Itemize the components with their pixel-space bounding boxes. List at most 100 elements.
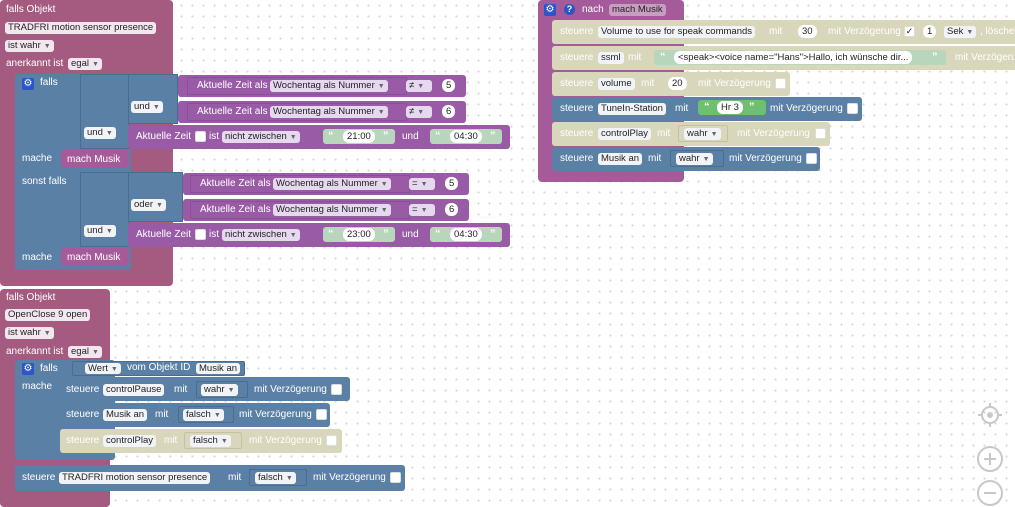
state-field[interactable]: Musik an [598, 153, 643, 165]
chevron-down-icon: ▼ [285, 475, 293, 482]
delay-checkbox[interactable] [390, 472, 401, 483]
steuere-label: steuere [560, 103, 594, 114]
checkbox[interactable] [195, 229, 206, 240]
or-block-inner-2[interactable] [128, 172, 183, 222]
and-dropdown-outer-2[interactable]: und▼ [84, 225, 116, 237]
compare-mode-dropdown[interactable]: nicht zwischen▼ [222, 229, 300, 241]
operator-dropdown[interactable]: ≠▼ [406, 106, 432, 118]
delay-number-field[interactable]: 1 [923, 25, 937, 38]
event1-ack-value: egal [71, 58, 89, 69]
operator-dropdown[interactable]: =▼ [409, 204, 435, 216]
event1-object-field[interactable]: TRADFRI motion sensor presence [5, 22, 157, 34]
number-field[interactable]: 6 [442, 105, 456, 118]
chevron-down-icon: ▼ [110, 366, 118, 373]
state-field[interactable]: controlPlay [598, 128, 651, 140]
call-label: mach Musik [67, 252, 121, 263]
delay-checkbox[interactable] [326, 435, 337, 446]
object-id-field[interactable]: Musik an [196, 363, 241, 374]
state-field[interactable]: Musik an [103, 409, 148, 421]
state-field[interactable]: controlPause [103, 384, 165, 396]
call-mach-musik-1[interactable] [61, 150, 129, 168]
chevron-down-icon: ▼ [156, 202, 163, 209]
checkbox[interactable] [195, 131, 206, 142]
delay-checkbox[interactable] [815, 128, 826, 139]
gear-icon[interactable]: ⚙ [544, 4, 556, 16]
event2-ack-dropdown[interactable]: egal▼ [68, 346, 102, 358]
weekday-dropdown[interactable]: Wochentag als Nummer▼ [270, 106, 388, 118]
and-dropdown-outer-1[interactable]: und▼ [84, 127, 116, 139]
compare-mode-value: nicht zwischen [225, 229, 287, 240]
value-type-dropdown[interactable]: Wert▼ [85, 363, 121, 374]
event2-trigger-dropdown[interactable]: ist wahr▼ [5, 327, 54, 339]
event1-ack-dropdown[interactable]: egal▼ [68, 58, 102, 70]
delay-checkbox[interactable] [316, 409, 327, 420]
chevron-down-icon: ▼ [91, 349, 99, 356]
function-name-field[interactable]: mach Musik [609, 4, 666, 16]
time-from-string[interactable]: “23:00” [323, 227, 395, 242]
recenter-icon[interactable] [975, 400, 1005, 430]
delay-checkbox[interactable] [775, 78, 786, 89]
delay-checkbox-checked[interactable]: ✓ [904, 26, 915, 37]
ssml-string[interactable]: “<speak><voice name="Hans">Hallo, ich wü… [654, 50, 946, 65]
bool-dropdown[interactable]: wahr▼ [201, 384, 238, 396]
state-field[interactable]: TuneIn-Station [598, 103, 666, 115]
operator-dropdown[interactable]: ≠▼ [406, 80, 432, 92]
chevron-down-icon: ▼ [43, 330, 51, 337]
time-from-value[interactable]: 23:00 [343, 228, 375, 241]
time-to-string[interactable]: “04:30” [430, 129, 502, 144]
time-from-string[interactable]: “21:00” [323, 129, 395, 144]
state-field[interactable]: controlPlay [103, 435, 156, 447]
bool-value: wahr [687, 128, 708, 139]
state-field[interactable]: TRADFRI motion sensor presence [59, 472, 211, 484]
ssml-value[interactable]: <speak><voice name="Hans">Hallo, ich wün… [674, 51, 913, 64]
bool-dropdown[interactable]: wahr▼ [684, 128, 721, 140]
zoom-in-icon[interactable] [975, 444, 1005, 474]
gear-icon[interactable]: ⚙ [22, 363, 34, 375]
time-to-value[interactable]: 04:30 [450, 228, 482, 241]
delay-checkbox[interactable] [331, 384, 342, 395]
state-field[interactable]: ssml [598, 52, 624, 64]
and-block-inner-1[interactable] [128, 74, 178, 124]
help-icon[interactable]: ? [564, 4, 575, 15]
gear-icon[interactable]: ⚙ [22, 78, 34, 90]
compare-mode-dropdown[interactable]: nicht zwischen▼ [222, 131, 300, 143]
bool-dropdown[interactable]: wahr▼ [676, 153, 713, 165]
number-field[interactable]: 6 [445, 203, 459, 216]
number-field[interactable]: 5 [442, 79, 456, 92]
chevron-down-icon: ▼ [213, 412, 221, 419]
event1-ack-label: anerkannt ist [6, 58, 64, 69]
chevron-down-icon: ▼ [380, 207, 388, 214]
operator-dropdown[interactable]: =▼ [409, 178, 435, 190]
call-mach-musik-2[interactable] [61, 248, 129, 266]
steuere-label: steuere [66, 409, 100, 420]
event2-object-field[interactable]: OpenClose 9 open [5, 309, 91, 321]
station-value[interactable]: Hr 3 [717, 101, 743, 114]
bool-dropdown[interactable]: falsch▼ [183, 409, 224, 421]
mit-label: mit [769, 26, 783, 37]
weekday-dropdown[interactable]: Wochentag als Nummer▼ [270, 80, 388, 92]
time-from-value[interactable]: 21:00 [343, 130, 375, 143]
state-field[interactable]: volume [598, 78, 635, 90]
event2-title: falls Objekt [6, 292, 56, 303]
bool-dropdown[interactable]: falsch▼ [255, 472, 296, 484]
event2-ack-value: egal [71, 346, 89, 357]
and-dropdown-inner-1[interactable]: und▼ [131, 101, 163, 113]
event1-trigger-dropdown[interactable]: ist wahr▼ [5, 40, 54, 52]
delay-checkbox[interactable] [847, 103, 858, 114]
zoom-out-icon[interactable] [975, 478, 1005, 507]
number-field[interactable]: 5 [445, 177, 459, 190]
number-field[interactable]: 20 [668, 77, 687, 90]
chevron-down-icon: ▼ [420, 181, 428, 188]
bool-dropdown[interactable]: falsch▼ [190, 435, 231, 447]
weekday-dropdown[interactable]: Wochentag als Nummer▼ [273, 204, 391, 216]
weekday-dropdown[interactable]: Wochentag als Nummer▼ [273, 178, 391, 190]
number-field[interactable]: 30 [798, 25, 817, 38]
delay-checkbox[interactable] [806, 153, 817, 164]
or-dropdown[interactable]: oder▼ [131, 199, 166, 211]
time-to-value[interactable]: 04:30 [450, 130, 482, 143]
station-string[interactable]: “Hr 3” [698, 100, 766, 115]
state-field[interactable]: Volume to use for speak commands [598, 26, 756, 38]
ist-label: ist [209, 131, 219, 142]
time-to-string[interactable]: “04:30” [430, 227, 502, 242]
unit-dropdown[interactable]: Sek▼ [944, 26, 977, 38]
